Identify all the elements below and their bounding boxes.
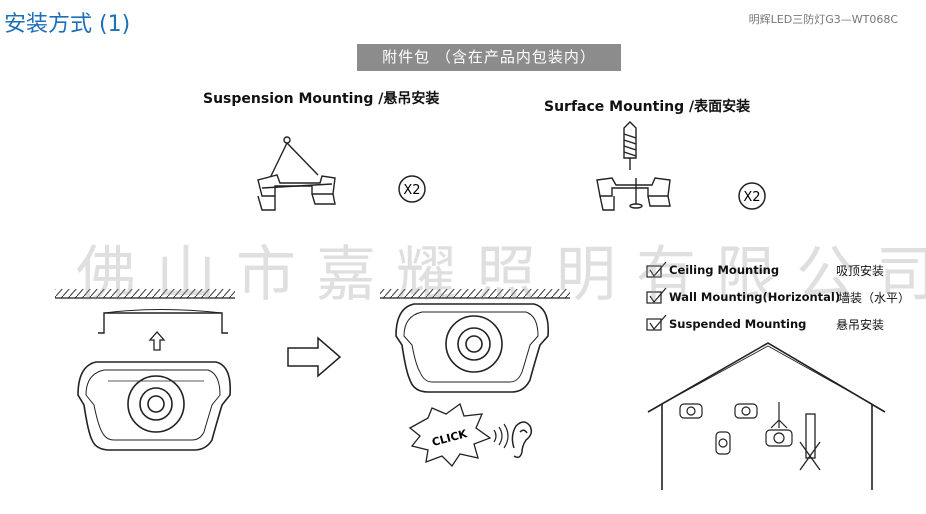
surface-heading: Surface Mounting /表面安装 <box>544 99 751 115</box>
legend-suspended-cn: 悬吊安装 <box>836 318 885 332</box>
legend-ceiling-cn: 吸顶安装 <box>836 264 885 278</box>
qty-badge-surface <box>738 182 766 210</box>
arrow-up-icon <box>148 331 166 351</box>
fixture-front-view-left <box>77 361 232 451</box>
accessory-banner: 附件包 （含在产品内包装内） <box>357 44 621 71</box>
arrow-right-icon <box>287 336 342 378</box>
click-burst-icon <box>408 402 492 468</box>
legend-wall-cn: 墙装（水平） <box>838 291 911 305</box>
sound-waves-icon <box>493 423 509 449</box>
qty-text-suspension: X2 <box>403 183 420 198</box>
surface-bracket-icon <box>596 121 671 211</box>
ceiling-fixture-icon <box>679 403 758 419</box>
ear-icon <box>511 421 533 459</box>
page-title: 安装方式 (1) <box>4 12 131 37</box>
suspension-heading: Suspension Mounting /悬吊安装 <box>203 91 440 107</box>
qty-text-surface: X2 <box>743 190 760 205</box>
no-mount-x-icon <box>799 413 821 471</box>
suspension-bracket-icon <box>257 136 336 211</box>
legend-ceiling-en: Ceiling Mounting <box>669 263 780 277</box>
model-number: 明辉LED三防灯G3—WT068C <box>748 13 898 26</box>
watermark: 佛山市嘉耀照明有限公司 <box>76 240 926 310</box>
legend-wall-en: Wall Mounting(Horizontal) <box>669 290 841 304</box>
fixture-mounted-middle <box>395 303 550 393</box>
qty-badge-suspension <box>398 175 426 203</box>
house-diagram <box>647 342 886 490</box>
checkbox-icon <box>646 261 667 331</box>
wall-fixture-icon <box>715 431 731 455</box>
legend-suspended-en: Suspended Mounting <box>669 317 807 331</box>
suspended-fixture-icon <box>765 402 793 447</box>
